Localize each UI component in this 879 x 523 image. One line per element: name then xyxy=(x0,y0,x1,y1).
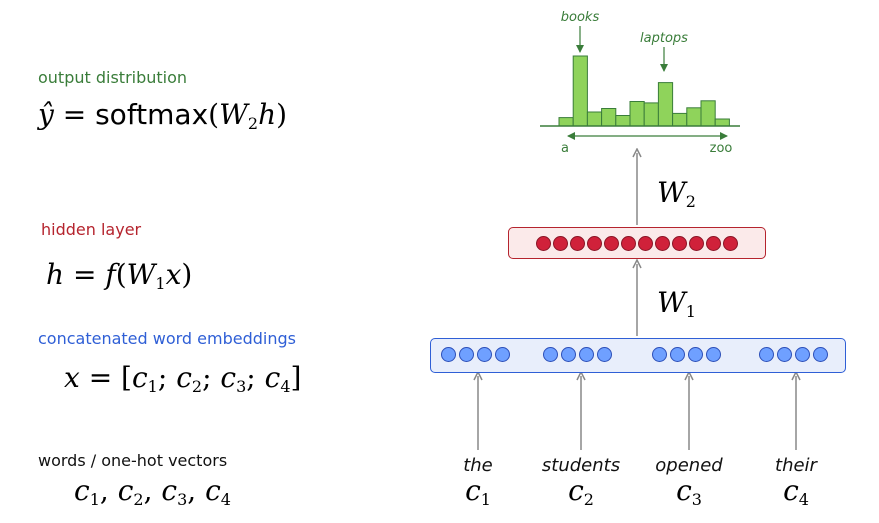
word-vector-1: c1 xyxy=(465,474,491,509)
embedding-group-4 xyxy=(759,347,828,362)
hidden-unit xyxy=(689,235,704,251)
embedding-unit xyxy=(777,347,792,362)
word-2: students xyxy=(541,455,621,476)
histogram-bar-8 xyxy=(657,82,674,127)
hidden-layer-label: hidden layer xyxy=(41,220,142,239)
embedding-vector xyxy=(430,338,846,373)
hidden-unit xyxy=(655,235,670,251)
embeddings-label: concatenated word embeddings xyxy=(38,329,296,348)
histogram-bar-4 xyxy=(601,108,617,127)
embedding-group-2 xyxy=(543,347,612,362)
annotation-books: books xyxy=(561,10,600,25)
embedding-group-1 xyxy=(441,347,510,362)
histogram-bar-2 xyxy=(572,55,588,127)
hidden-layer-vector xyxy=(508,227,766,259)
embedding-unit xyxy=(759,347,774,362)
word-1: the xyxy=(463,455,493,476)
embedding-unit xyxy=(688,347,703,362)
histogram-bar-5 xyxy=(615,115,631,127)
embedding-unit xyxy=(561,347,576,362)
embedding-unit xyxy=(579,347,594,362)
histogram-bar-10 xyxy=(686,107,702,127)
word-3: opened xyxy=(655,455,723,476)
hidden-unit xyxy=(638,235,653,251)
hidden-unit xyxy=(587,235,602,251)
histogram-bars xyxy=(558,55,730,127)
output-distribution-label: output distribution xyxy=(38,68,188,87)
word-vector-3: c3 xyxy=(676,474,702,509)
hidden-unit xyxy=(553,235,568,251)
hidden-unit xyxy=(706,235,721,251)
word-4: their xyxy=(775,455,817,476)
weight-label-w1: W1 xyxy=(657,286,696,321)
embedding-unit xyxy=(543,347,558,362)
histogram-bar-6 xyxy=(629,101,645,127)
embedding-unit xyxy=(795,347,810,362)
embedding-equation: x = [c1; c2; c3; c4] xyxy=(64,361,302,396)
histogram-bar-3 xyxy=(586,111,603,127)
output-equation: ŷ = softmax(W2h) xyxy=(38,98,288,133)
embedding-unit xyxy=(441,347,456,362)
embedding-unit xyxy=(495,347,510,362)
hidden-unit xyxy=(604,235,619,251)
histogram-bar-1 xyxy=(558,117,574,127)
axis-start-label: a xyxy=(561,141,569,156)
axis-end-label: zoo xyxy=(710,141,733,156)
hidden-unit xyxy=(723,235,738,251)
histogram-bar-7 xyxy=(643,102,659,127)
words-equation: c1, c2, c3, c4 xyxy=(74,474,231,509)
embedding-unit xyxy=(813,347,828,362)
weight-label-w2: W2 xyxy=(657,176,696,211)
histogram-bar-9 xyxy=(672,112,688,127)
histogram-bar-11 xyxy=(700,100,716,127)
hidden-unit xyxy=(570,235,585,251)
hidden-equation: h = f(W1x) xyxy=(46,258,193,293)
embedding-group-3 xyxy=(652,347,721,362)
embedding-unit xyxy=(459,347,474,362)
words-label: words / one-hot vectors xyxy=(38,451,228,470)
embedding-unit xyxy=(477,347,492,362)
embedding-unit xyxy=(652,347,667,362)
embedding-unit xyxy=(706,347,721,362)
hidden-unit xyxy=(536,235,551,251)
hidden-unit xyxy=(672,235,687,251)
word-vector-4: c4 xyxy=(783,474,809,509)
annotation-laptops: laptops xyxy=(640,31,688,46)
histogram-bar-12 xyxy=(714,118,730,127)
word-vector-2: c2 xyxy=(568,474,594,509)
embedding-unit xyxy=(670,347,685,362)
hidden-unit xyxy=(621,235,636,251)
embedding-unit xyxy=(597,347,612,362)
